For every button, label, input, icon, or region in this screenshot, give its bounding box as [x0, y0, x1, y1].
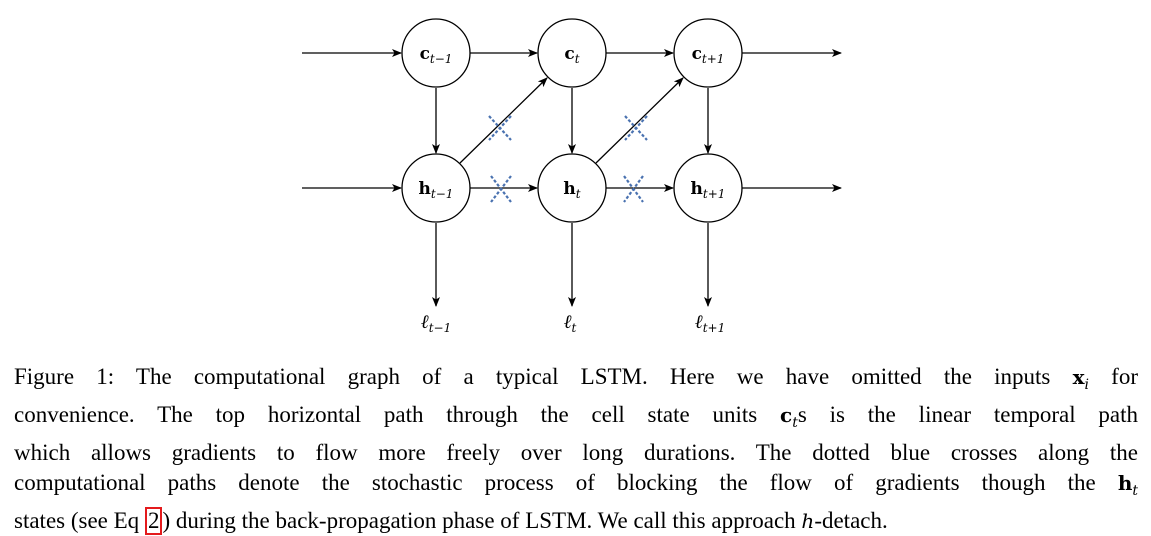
math-x: x [1072, 365, 1085, 389]
node-h-prev-sub: t−1 [431, 187, 454, 201]
loss-next-sub: t+1 [703, 321, 726, 335]
caption-line-5: states (see Eq 2) during the back-propag… [14, 507, 888, 535]
node-c-cur-sub: t [575, 52, 580, 66]
node-h-prev-base: h [419, 179, 431, 199]
node-c-prev: ct−1 [401, 18, 471, 88]
blocked-gradient-cross-horizontal-1 [490, 175, 512, 203]
math-h: h [1117, 471, 1133, 495]
caption-line-1: Figure 1: The computational graph of a t… [14, 364, 1138, 393]
node-c-next-sub: t+1 [702, 52, 725, 66]
equation-reference-link[interactable]: 2 [144, 507, 163, 535]
node-h-cur-base: h [563, 179, 575, 199]
loss-label-prev: ℓt−1 [421, 311, 451, 335]
math-c: c [780, 403, 793, 427]
lstm-computational-graph: ct−1 ct ct+1 ht−1 ht ht+1 ℓt−1 ℓt [302, 18, 842, 335]
blocked-gradient-cross-diagonal-1 [488, 115, 512, 141]
node-c-prev-sub: t−1 [430, 52, 453, 66]
loss-cur-base: ℓ [564, 311, 572, 333]
svg-text:ct−1: ct−1 [420, 44, 453, 66]
caption-line-4: computational paths denote the stochasti… [14, 470, 1138, 499]
node-h-next: ht+1 [673, 153, 743, 223]
figure-caption: Figure 1: The computational graph of a t… [14, 362, 1138, 536]
blocked-gradient-cross-diagonal-2 [624, 115, 648, 141]
h-prev-to-c-cur-arrow [459, 77, 548, 164]
svg-text:ct+1: ct+1 [692, 44, 725, 66]
loss-prev-base: ℓ [421, 311, 429, 333]
svg-text:ht: ht [563, 179, 580, 201]
node-h-prev: ht−1 [401, 153, 471, 223]
node-h-next-sub: t+1 [703, 187, 726, 201]
loss-prev-sub: t−1 [429, 321, 452, 335]
node-h-cur-sub: t [576, 187, 581, 201]
node-c-cur: ct [537, 18, 607, 88]
loss-label-cur: ℓt [564, 311, 577, 335]
svg-text:ht+1: ht+1 [691, 179, 726, 201]
loss-next-base: ℓ [695, 311, 703, 333]
node-c-prev-base: c [420, 44, 430, 64]
node-h-next-base: h [691, 179, 703, 199]
node-c-cur-base: c [564, 44, 574, 64]
math-h-italic: h [801, 509, 815, 533]
svg-text:ct: ct [564, 44, 579, 66]
svg-text:ht−1: ht−1 [419, 179, 454, 201]
loss-cur-sub: t [572, 321, 577, 335]
node-c-next-base: c [692, 44, 702, 64]
node-c-next: ct+1 [673, 18, 743, 88]
caption-line-3: which allows gradients to flow more free… [14, 440, 1138, 465]
node-h-cur: ht [537, 153, 607, 223]
loss-label-next: ℓt+1 [695, 311, 725, 335]
caption-line-2: convenience. The top horizontal path thr… [14, 402, 1138, 431]
blocked-gradient-cross-horizontal-2 [623, 175, 644, 203]
h-cur-to-c-next-arrow [595, 77, 684, 164]
